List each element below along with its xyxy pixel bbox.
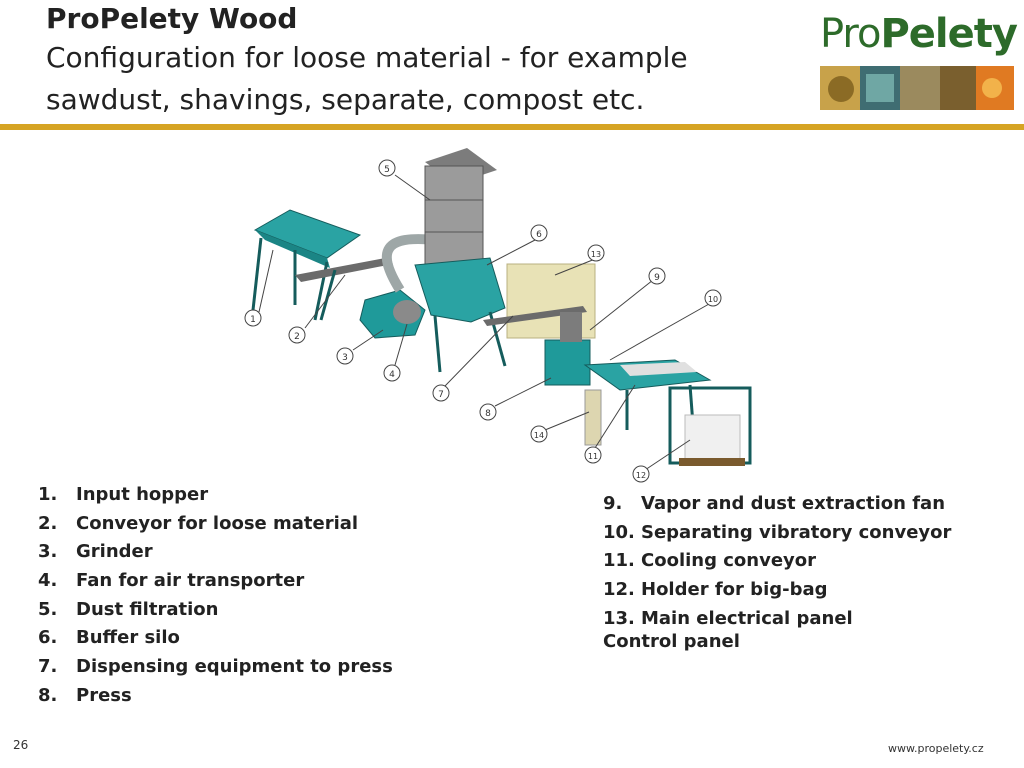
svg-text:3: 3 [342, 353, 348, 363]
legend-item: 11.Cooling conveyor [603, 550, 817, 572]
svg-text:7: 7 [438, 390, 444, 400]
logo-text-pelety: Pelety [880, 11, 1017, 57]
legend-item: 1.Input hopper [38, 484, 209, 505]
callout-13: 13 [587, 244, 605, 262]
page-number: 26 [13, 738, 29, 752]
big-bag-holder-drawing [668, 386, 752, 466]
logo-wordmark: ProPelety [820, 8, 1018, 60]
svg-text:6: 6 [536, 230, 542, 240]
subtitle-line-1: Configuration for loose material - for e… [46, 41, 688, 74]
legend-item: 12.Holder for big-bag [603, 579, 828, 601]
callout-8: 8 [479, 403, 497, 421]
air-duct-drawing [381, 234, 436, 293]
dust-filter-and-silo-drawing [414, 148, 507, 373]
callout-11: 11 [584, 446, 602, 464]
legend-list-right: 9.Vapor and dust extraction fan 10.Separ… [603, 490, 951, 633]
legend-item: 8.Press [38, 684, 132, 706]
legend-item: 6.Buffer silo [38, 627, 180, 649]
input-hopper-drawing [251, 209, 362, 321]
control-panel-drawing [584, 389, 602, 446]
svg-text:1: 1 [250, 315, 256, 325]
svg-text:13: 13 [591, 250, 601, 259]
vibratory-cooling-conveyor-drawing [583, 359, 712, 430]
page-subtitle: Configuration for loose material - for e… [46, 37, 806, 121]
callout-14: 14 [530, 425, 548, 443]
press-drawing [544, 312, 591, 386]
conveyor-drawing [295, 258, 393, 321]
callout-leaders [258, 174, 710, 471]
svg-text:12: 12 [636, 471, 646, 480]
callout-markers: 1 2 3 4 5 6 7 8 9 10 11 12 13 14 [244, 159, 722, 483]
legend-item: 13.Main electrical panel [603, 607, 853, 629]
callout-2: 2 [288, 326, 306, 344]
callout-6: 6 [530, 224, 548, 242]
svg-text:2: 2 [294, 332, 300, 342]
legend-item: 5.Dust filtration [38, 598, 219, 620]
svg-text:10: 10 [708, 295, 718, 304]
svg-text:4: 4 [389, 370, 395, 380]
page-title: ProPelety Wood [46, 2, 298, 35]
legend-item: 7.Dispensing equipment to press [38, 656, 393, 678]
callout-12: 12 [632, 465, 650, 483]
logo-photo-strip [820, 66, 1014, 110]
logo-text-pro: Pro [820, 11, 881, 57]
callout-1: 1 [244, 309, 262, 327]
svg-text:9: 9 [654, 273, 660, 283]
svg-text:8: 8 [485, 409, 491, 419]
legend-extra-control-panel: Control panel [603, 631, 740, 652]
legend-item: 4.Fan for air transporter [38, 570, 305, 592]
svg-text:14: 14 [534, 431, 544, 440]
production-line-diagram: 1 2 3 4 5 6 7 8 9 10 11 12 13 14 [244, 148, 752, 483]
legend-item: 9.Vapor and dust extraction fan [603, 493, 946, 514]
legend-item: 2.Conveyor for loose material [38, 512, 359, 534]
legend-item: 3.Grinder [38, 541, 153, 563]
subtitle-line-2: sawdust, shavings, separate, compost etc… [46, 83, 645, 116]
callout-5: 5 [378, 159, 396, 177]
callout-10: 10 [704, 289, 722, 307]
svg-text:11: 11 [588, 452, 598, 461]
grinder-drawing [359, 289, 426, 339]
legend-item: 10.Separating vibratory conveyor [603, 521, 952, 543]
accent-rule [0, 124, 1024, 130]
callout-4: 4 [383, 364, 401, 382]
brand-logo: ProPelety [820, 8, 1018, 110]
callout-3: 3 [336, 347, 354, 365]
callout-9: 9 [648, 267, 666, 285]
website-link[interactable]: www.propelety.cz [888, 742, 984, 755]
dispensing-drawing [483, 306, 587, 326]
legend-list-left: 1.Input hopper 2.Conveyor for loose mate… [38, 481, 393, 711]
svg-text:5: 5 [384, 165, 390, 175]
callout-7: 7 [432, 384, 450, 402]
